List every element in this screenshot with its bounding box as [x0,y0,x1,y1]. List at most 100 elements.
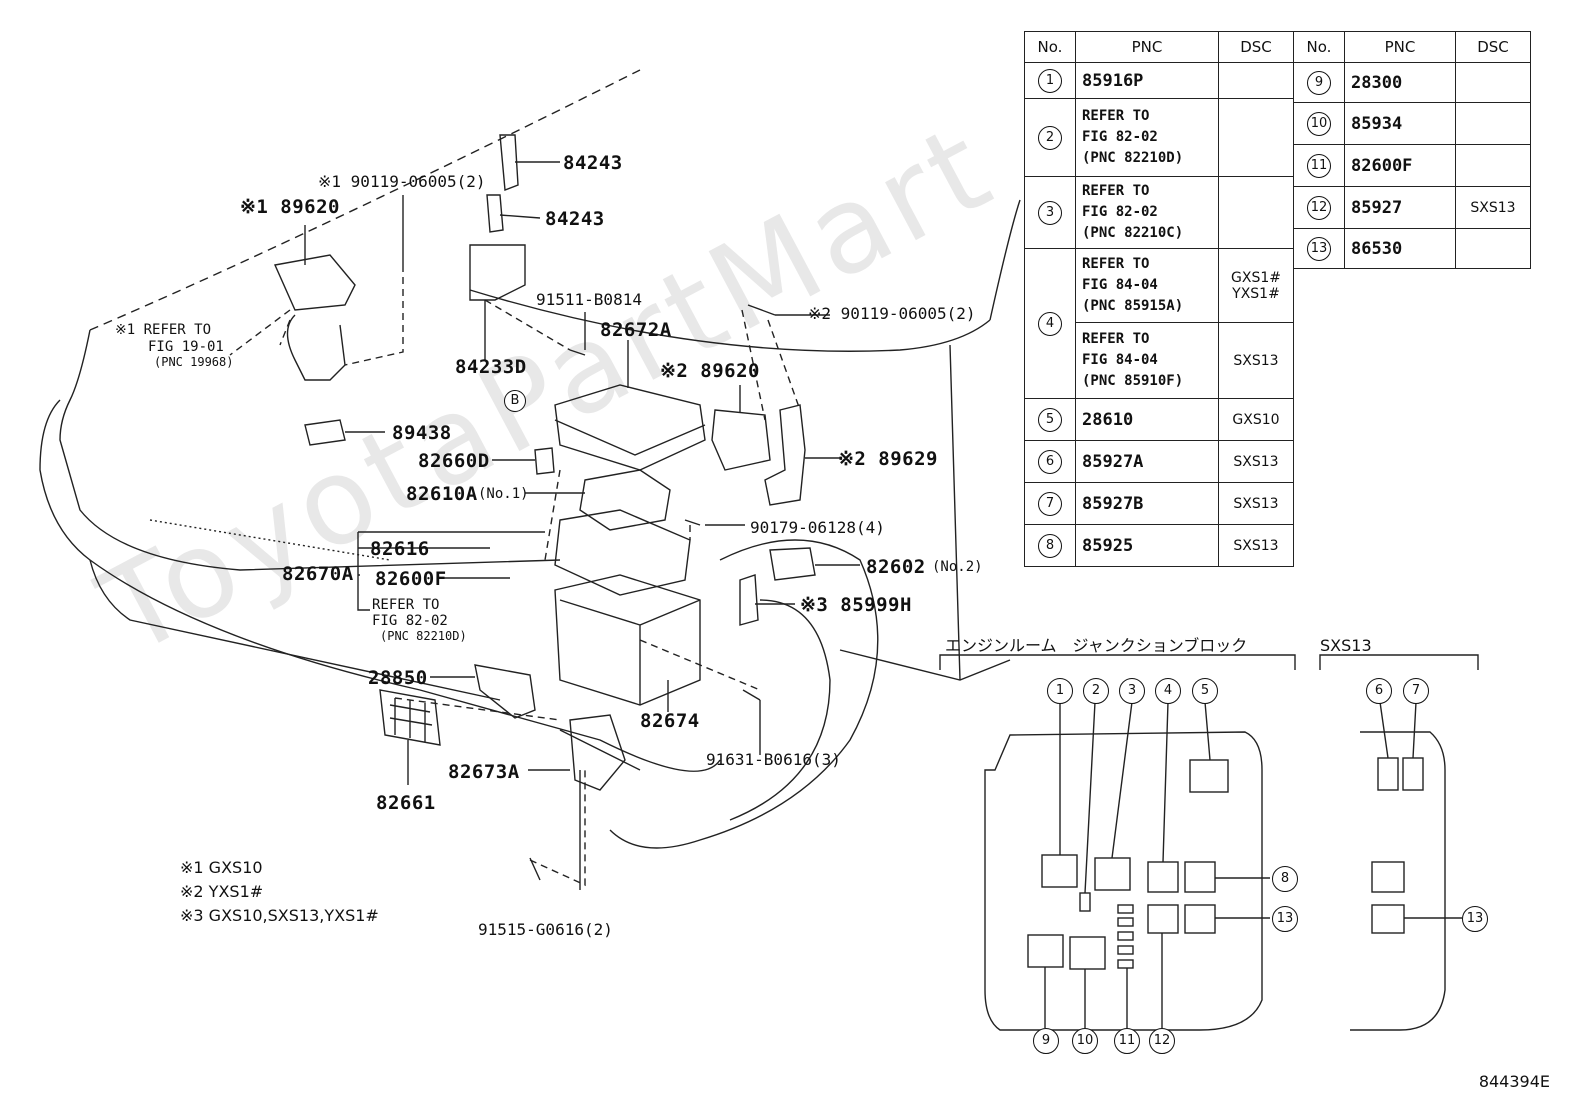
dsc-cell: SXS13 [1218,482,1294,525]
jb-outline-right [1350,731,1446,1031]
callout-10: 10 [1072,1028,1098,1054]
bolt-91511 [569,349,586,356]
header-dsc: DSC [1455,31,1531,63]
table-row: 2 REFER TO FIG 82-02 (PNC 82210D) [1024,98,1294,177]
module-89620-mid [711,409,771,471]
row-number: 10 [1307,111,1331,136]
bolt-right [747,304,776,316]
label-82610a-sub: (No.1) [478,486,529,502]
hood-front [469,289,991,352]
figure-code: 844394E [1478,1072,1550,1091]
table-row: 4 REFER TO FIG 84-04 (PNC 85915A) GXS1# … [1024,248,1294,399]
refer-82-line1: REFER TO [372,597,440,613]
callout-13-sxs13: 13 [1462,906,1488,932]
label-82610a: 82610A [406,483,478,505]
circle-b: B [504,390,526,412]
pnc-cell: 82600F [1344,144,1456,187]
callout-12: 12 [1149,1028,1175,1054]
table-row: 7 85927B SXS13 [1024,482,1294,525]
row-number: 2 [1038,125,1062,150]
label-82602-sub: (No.2) [932,559,983,575]
callout-5: 5 [1192,678,1218,704]
bulb-84243b [486,194,504,233]
label-82660d: 82660D [418,450,490,472]
label-91515: 91515-G0616(2) [478,920,613,939]
table-header: No. PNC DSC [1293,31,1531,63]
row-number: 13 [1307,236,1331,261]
relay-82660d [534,447,555,475]
jb-bracket-right [1319,654,1479,670]
label-82674: 82674 [640,710,700,732]
jb-bracket-left [939,654,1296,670]
label-90119-right: ※2 90119-06005(2) [808,304,976,323]
header-dsc: DSC [1218,31,1294,63]
part-28850 [474,664,536,719]
note-3: ※3 GXS10,SXS13,YXS1# [180,906,379,925]
refer-19-line3: (PNC 19968) [154,355,234,369]
callout-11: 11 [1114,1028,1140,1054]
pnc-cell: 85925 [1075,524,1219,567]
label-89629: ※2 89629 [838,448,938,470]
pnc-cell: REFER TO FIG 84-04 (PNC 85915A) [1075,248,1219,323]
bracket-84233d [469,244,526,301]
table-row: 3 REFER TO FIG 82-02 (PNC 82210C) [1024,176,1294,249]
label-84243-lower: 84243 [545,208,605,230]
row-number: 8 [1038,533,1062,558]
pnc-cell: REFER TO FIG 82-02 (PNC 82210D) [1075,98,1219,177]
label-82670a: 82670A [282,563,354,585]
callout-9: 9 [1033,1028,1059,1054]
callout-4: 4 [1155,678,1181,704]
header-pnc: PNC [1344,31,1456,63]
bolt-91515 [529,857,541,881]
callout-13: 13 [1272,906,1298,932]
table-row: 12 85927 SXS13 [1293,186,1531,229]
label-89438: 89438 [392,422,452,444]
parts-table-left: No. PNC DSC 1 85916P 2 REFER TO FIG 82-0… [1024,31,1294,567]
callout-6-sxs13: 6 [1366,678,1392,704]
dsc-cell: GXS1# YXS1# [1218,248,1294,323]
relay-82602 [769,547,816,581]
table-row: 11 82600F [1293,144,1531,187]
dsc-cell: SXS13 [1218,524,1294,567]
pnc-cell: 85927A [1075,440,1219,483]
wheel-arch [609,539,879,849]
junction-title: エンジンルーム ジャンクションブロック [945,636,1248,655]
table-row: 1 85916P [1024,62,1294,99]
module-89620-top [273,254,356,311]
pnc-cell: 85916P [1075,62,1219,99]
row-number: 1 [1038,68,1062,93]
row-number: 9 [1307,70,1331,95]
header-no: No. [1024,31,1076,63]
bolt-91631 [742,689,761,701]
table-row: REFER TO FIG 84-04 (PNC 85910F) SXS13 [1025,322,1294,399]
header-pnc: PNC [1075,31,1219,63]
label-89620-mid: ※2 89620 [660,360,760,382]
clamp-19968 [286,314,346,381]
pnc-cell: REFER TO FIG 82-02 (PNC 82210C) [1075,176,1219,249]
bracket-89629 [764,404,806,506]
table-row: 13 86530 [1293,228,1531,269]
label-90119-top: ※1 90119-06005(2) [318,172,486,191]
label-82673a: 82673A [448,761,520,783]
pnc-cell: 85927 [1344,186,1456,229]
bumper-slot [149,519,391,561]
dsc-cell [1218,62,1294,99]
wheel-arch-inner [729,599,831,821]
refer-19-line1: ※1 REFER TO [115,322,212,338]
pnc-cell: 28300 [1344,62,1456,103]
sensor-89438 [304,419,346,446]
table-row: 6 85927A SXS13 [1024,440,1294,483]
callout-8: 8 [1272,866,1298,892]
bracket-82673a [569,714,626,791]
dsc-cell: GXS10 [1218,398,1294,441]
table-row: 8 85925 SXS13 [1024,524,1294,567]
label-84233d: 84233D [455,356,527,378]
pnc-cell: 85934 [1344,102,1456,145]
callout-2: 2 [1083,678,1109,704]
refer-19-line2: FIG 19-01 [148,339,224,355]
jb-outline-left [984,731,1263,1031]
dsc-cell [1455,102,1531,145]
label-91631: 91631-B0616(3) [706,750,841,769]
fender-line [59,329,561,571]
